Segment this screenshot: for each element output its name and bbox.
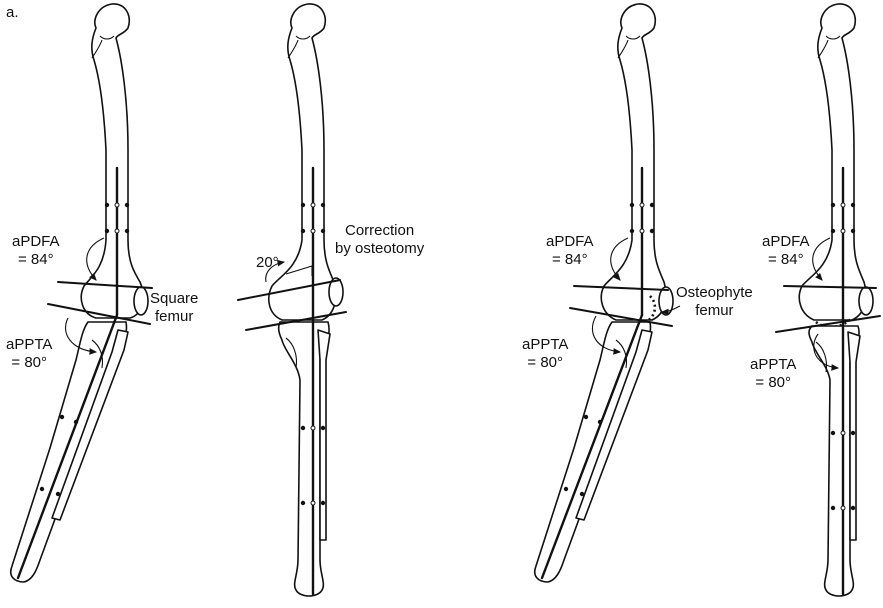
apdfa-label-4-value: = 84° <box>767 251 804 268</box>
square-femur-label-line2: femur <box>155 308 194 325</box>
appta-label-3-name: aPPTA <box>522 336 569 353</box>
apdfa-label-3-name: aPDFA <box>546 233 594 250</box>
square-femur-label: Square femur <box>150 290 198 326</box>
femoral-joint-line-3 <box>573 285 669 291</box>
femoral-joint-line-2 <box>237 279 341 301</box>
femur-3 <box>600 3 667 321</box>
appta-label-1: aPPTA = 80° <box>6 336 52 372</box>
osteophyte-outline-3 <box>645 295 657 324</box>
axis-markers-3 <box>563 202 655 497</box>
patella-1 <box>133 286 149 316</box>
femoral-joint-line-4 <box>783 285 877 289</box>
twenty-degree-label: 20° <box>256 254 279 271</box>
square-femur-label-line1: Square <box>150 290 199 307</box>
correction-label: Correction by osteotomy <box>335 222 424 258</box>
correction-label-line1: Correction <box>345 222 415 239</box>
apdfa-label-3: aPDFA = 84° <box>546 233 594 269</box>
appta-label-4-name: aPPTA <box>750 356 797 373</box>
appta-label-1-name: aPPTA <box>6 336 53 353</box>
femur-4 <box>798 3 867 321</box>
correction-label-line2: by osteotomy <box>335 240 425 257</box>
axis-markers-4 <box>830 202 856 511</box>
axis-markers-1 <box>39 202 130 497</box>
tibial-joint-line-1 <box>47 303 151 325</box>
femur-2 <box>268 3 337 321</box>
patella-2 <box>328 277 344 307</box>
apdfa-label-4: aPDFA = 84° <box>762 233 810 269</box>
femoral-joint-line-1 <box>57 281 153 289</box>
osteophyte-femur-label: Osteophyte femur <box>676 284 753 320</box>
appta-label-4: aPPTA = 80° <box>750 356 796 392</box>
femur-1 <box>80 3 144 319</box>
figure-3-osteophyte-femur-deformity <box>533 3 681 583</box>
apdfa-label-1: aPDFA = 84° <box>12 233 60 269</box>
appta-label-3-value: = 80° <box>527 354 564 371</box>
patella-4 <box>858 286 874 316</box>
apdfa-label-1-name: aPDFA <box>12 233 60 250</box>
osteophyte-femur-label-line1: Osteophyte <box>676 284 753 301</box>
figure-2-osteotomy-correction <box>237 3 347 597</box>
panel-label: a. <box>6 4 19 21</box>
appta-label-1-value: = 80° <box>11 354 48 371</box>
appta-label-4-value: = 80° <box>755 374 792 391</box>
appta-label-3: aPPTA = 80° <box>522 336 568 372</box>
osteophyte-femur-label-line2: femur <box>695 302 734 319</box>
apdfa-label-3-value: = 84° <box>551 251 588 268</box>
tibial-joint-line-2 <box>245 311 347 331</box>
axis-markers-2 <box>300 202 326 506</box>
apdfa-label-1-value: = 84° <box>17 251 54 268</box>
tibial-joint-line-3 <box>569 307 673 327</box>
figure-4-osteophyte-femur-aligned <box>775 3 881 597</box>
tibial-joint-line-4 <box>775 315 881 333</box>
apdfa-label-4-name: aPDFA <box>762 233 810 250</box>
figure-1-square-femur-deformity <box>9 3 153 583</box>
